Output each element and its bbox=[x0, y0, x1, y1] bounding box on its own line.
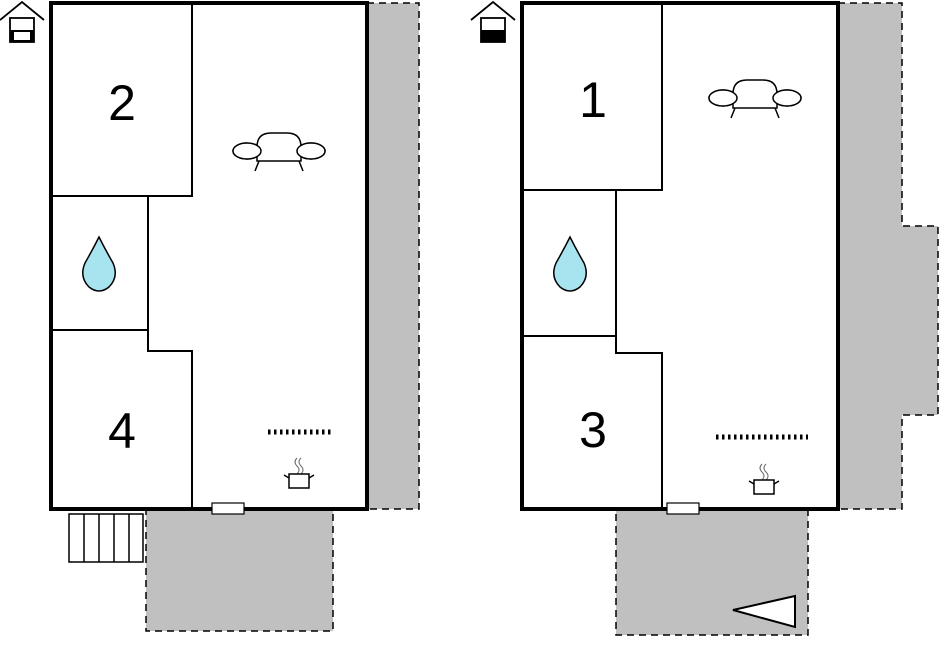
room-number-4: 4 bbox=[108, 403, 136, 459]
room-number-1: 1 bbox=[579, 72, 607, 128]
terrace-bottom bbox=[145, 508, 334, 632]
interior-walls bbox=[51, 3, 193, 509]
outer-wall bbox=[49, 1, 369, 511]
entrance-door bbox=[666, 502, 700, 515]
room-number-2: 2 bbox=[108, 75, 136, 131]
floorplan-upper: 1 3 bbox=[470, 1, 939, 636]
terrace-right bbox=[366, 2, 420, 510]
floor-indicator-upper-icon bbox=[470, 1, 516, 43]
view-direction-icon bbox=[732, 594, 796, 629]
room-number-3: 3 bbox=[579, 402, 607, 458]
floor-indicator-ground-icon bbox=[0, 1, 45, 43]
entrance-door bbox=[211, 502, 245, 515]
floorplan-ground: 2 4 bbox=[0, 1, 420, 632]
interior-walls bbox=[522, 3, 663, 509]
steps-icon bbox=[68, 513, 144, 563]
balcony-right bbox=[837, 2, 939, 510]
